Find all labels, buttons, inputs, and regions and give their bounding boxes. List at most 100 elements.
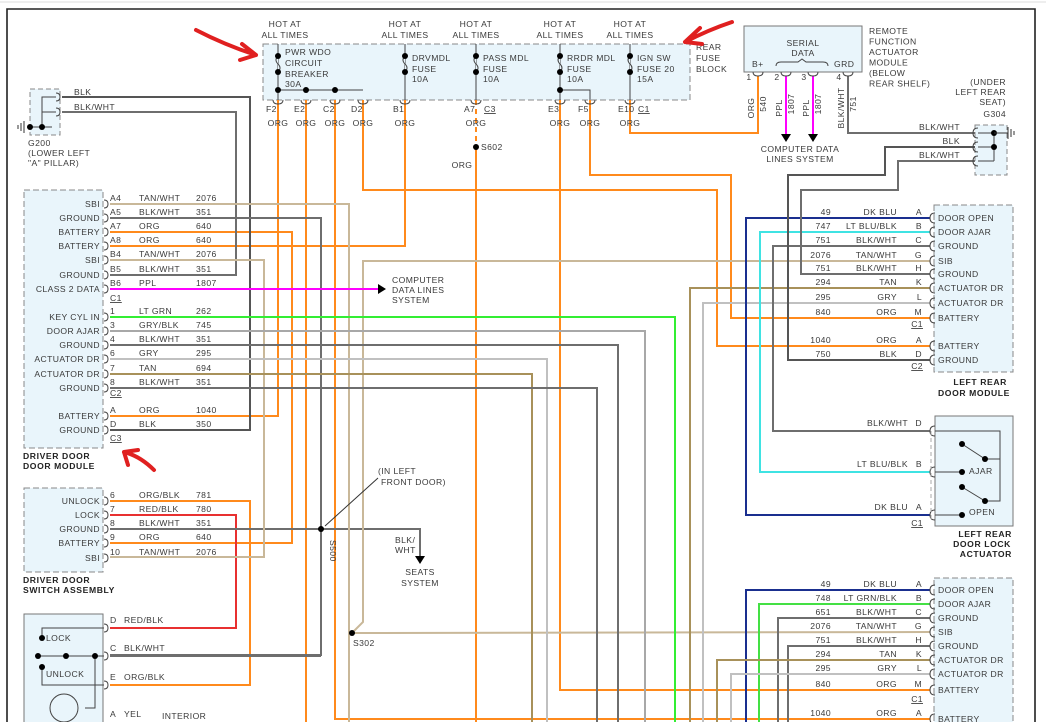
bus-dot [557, 87, 563, 93]
remote-module-title: MODULE [869, 58, 908, 68]
computer-data-lines-label: COMPUTER DATA [761, 144, 839, 154]
terminal-icon [55, 107, 61, 117]
wire-org-e3 [559, 100, 930, 691]
connector-label: C1 [638, 104, 650, 114]
terminal-icon [929, 425, 936, 437]
seats-system-label: SYSTEM [401, 578, 439, 588]
circuit-label: 2076 [196, 547, 217, 557]
pin-function-label: GROUND [59, 340, 100, 350]
pin-function-label: DOOR OPEN [938, 585, 994, 595]
annotation-arrow-icon [194, 28, 258, 62]
hot-at-label: ALL TIMES [536, 30, 583, 40]
fuse-rating: 30A [285, 79, 302, 89]
circuit-label: 49 [821, 579, 831, 589]
pin-label: 1 [110, 306, 115, 316]
pin-label: 3 [110, 320, 115, 330]
circuit-label: 351 [196, 518, 212, 528]
terminal-icon [103, 553, 109, 563]
terminal-icon [103, 340, 109, 350]
annotation-arrows [122, 20, 734, 472]
terminal-icon [929, 297, 936, 309]
pin-label: 9 [110, 532, 115, 542]
module-caption: DRIVER DOOR [23, 575, 90, 585]
module-caption: SWITCH ASSEMBLY [23, 585, 115, 595]
wire-color-label: TAN/WHT [139, 249, 181, 259]
seats-system-label: SEATS [405, 567, 435, 577]
terminal-icon [357, 99, 369, 105]
wire-dk-blu-lower [745, 589, 930, 722]
wire-color-label: ORG/BLK [124, 672, 165, 682]
wire-color-label: ORG [876, 708, 897, 718]
connector-label: C1 [911, 518, 923, 528]
fuse-contact-dot [557, 69, 563, 75]
wire-blk-wht-b5 [62, 111, 237, 276]
fuse-name: FUSE [412, 64, 437, 74]
open-label: OPEN [969, 507, 995, 517]
pin-label: K [916, 649, 922, 659]
g304-name: G304 [983, 109, 1006, 119]
wire-color-label: BLK/WHT [836, 87, 846, 128]
wire-color-label: YEL [124, 709, 141, 719]
g200-location: "A" PILLAR) [28, 158, 79, 168]
fuse-rating: 10A [412, 74, 429, 84]
terminal-icon [929, 282, 936, 294]
connector-label: C2 [911, 361, 923, 371]
contact-dot [982, 498, 988, 504]
wire-color-label: BLK/WHT [856, 607, 897, 617]
wire-blk-wht-351-8 [110, 387, 598, 722]
pin-label: E [110, 672, 116, 682]
terminal-icon [103, 213, 109, 223]
terminal-icon [103, 651, 109, 661]
bus-bar [560, 89, 591, 100]
wire-dk-blu-49 [745, 217, 930, 516]
interior-label: INTERIOR [162, 711, 206, 721]
s302-dot [349, 630, 355, 636]
pin-function-label: GROUND [59, 524, 100, 534]
wire-color-label: ORG [580, 118, 601, 128]
circuit-label: 351 [196, 377, 212, 387]
module-caption: DOOR MODULE [938, 388, 1010, 398]
wire-color-label: PPL [801, 99, 811, 116]
terminal-icon [929, 340, 936, 352]
circuit-label: 780 [196, 504, 212, 514]
terminal-icon [554, 99, 566, 105]
wire-color-label: RED/BLK [124, 615, 164, 625]
wire-color-label: ORG [268, 118, 289, 128]
circuit-label: 751 [815, 263, 831, 273]
remote-module-title: FUNCTION [869, 37, 917, 47]
module-caption: LEFT REAR [958, 529, 1012, 539]
wire-blk-wht-651 [777, 617, 930, 722]
pin-label: 10 [110, 547, 120, 557]
wire-org-1040 [110, 100, 279, 417]
ajar-label: AJAR [969, 466, 993, 476]
terminal-label: E2 [294, 104, 305, 114]
arrow-down-icon [415, 556, 425, 564]
circuit-label: 49 [821, 207, 831, 217]
wire-blk-wht-751-c [772, 245, 930, 432]
wire-color-label: ORG [876, 679, 897, 689]
circuit-label: 540 [758, 96, 768, 112]
connector-label: C2 [110, 388, 122, 398]
pin-function-label: DOOR AJAR [938, 599, 991, 609]
hot-at-label: HOT AT [614, 19, 647, 29]
pin-label: B5 [110, 264, 121, 274]
contact-dot [959, 469, 965, 475]
wire-color-label: TAN/WHT [856, 621, 898, 631]
wire-color-label: LT BLU/BLK [857, 459, 908, 469]
annotation-arrow-icon [122, 448, 156, 472]
wire-tan-wht-sib [351, 260, 930, 634]
fuse-contact-dot [627, 69, 633, 75]
circuit-label: 640 [196, 235, 212, 245]
wire-tan-wht-lower-sib [351, 631, 931, 634]
wire-color-label: BLK/ [395, 535, 415, 545]
terminal-icon [780, 71, 792, 77]
s500-location: FRONT DOOR) [381, 477, 446, 487]
pin-function-label: LOCK [75, 510, 100, 520]
wire-color-label: ORG [746, 98, 756, 119]
wire-color-label: ORG [395, 118, 416, 128]
hot-at-label: HOT AT [269, 19, 302, 29]
wire-color-label: BLK [74, 87, 91, 97]
driver-door-module [23, 189, 104, 449]
pin-function-label: GROUND [938, 241, 979, 251]
pin-label: H [915, 263, 922, 273]
